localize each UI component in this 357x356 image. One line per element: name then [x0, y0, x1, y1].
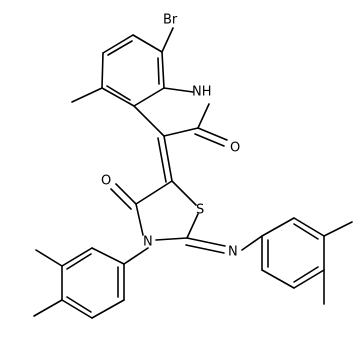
sulfur-label: S — [196, 203, 204, 218]
right-dimethylphenyl-ring — [261, 217, 325, 289]
methyl-bond-left-4 — [33, 299, 63, 317]
methyl-bond-indole — [71, 87, 103, 103]
methyl-bond-left-3 — [35, 249, 63, 267]
thiazolidinone-ring — [135, 180, 199, 241]
methyl-bond-right-4 — [323, 221, 353, 237]
c-br-bond — [161, 27, 174, 53]
indole-benzene-ring — [101, 34, 165, 107]
imine-nitrogen-label: N — [228, 245, 238, 260]
lactam-ring — [133, 87, 210, 137]
bromine-label: Br — [163, 13, 178, 28]
nh-label: NH — [192, 85, 212, 100]
ring-nitrogen-label: N — [143, 235, 153, 250]
left-dimethylphenyl-ring — [61, 247, 125, 319]
thiazolidinone-oxygen-label: O — [101, 174, 111, 189]
lactam-oxygen-label: O — [230, 141, 240, 156]
